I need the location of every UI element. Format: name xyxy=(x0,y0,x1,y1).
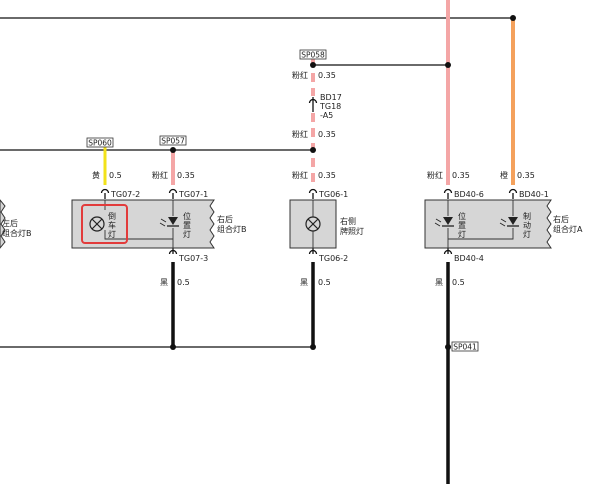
wire-color-label: 粉红 xyxy=(427,170,443,180)
inline-connector-icon xyxy=(308,97,318,112)
connector-label: TG06-2 xyxy=(318,254,348,263)
wire-gauge-label: 0.5 xyxy=(177,278,190,287)
junction-dot xyxy=(445,344,451,350)
component-name: 左后 xyxy=(2,218,18,228)
connector-label: BD40-4 xyxy=(454,254,484,263)
svg-text:SP057: SP057 xyxy=(161,137,185,146)
splice-tag-sp057: SP057 xyxy=(159,135,187,146)
component-right-rear-combo-b xyxy=(71,199,215,249)
connector-pin-icon xyxy=(443,188,453,199)
wire-gauge-label: 0.35 xyxy=(318,171,336,180)
splice-tag-sp060: SP060 xyxy=(86,137,114,148)
connector-label: BD40-1 xyxy=(519,190,549,199)
lamp-label: 动 xyxy=(523,220,531,230)
component-name: 组合灯B xyxy=(217,224,247,234)
led-icon xyxy=(159,217,179,227)
wire-gauge-label: 0.35 xyxy=(517,171,535,180)
connector-label: -A5 xyxy=(320,111,333,120)
junction-dot xyxy=(445,62,451,68)
junction-dot xyxy=(310,344,316,350)
connector-pin-icon xyxy=(308,248,318,255)
led-icon xyxy=(499,217,519,227)
connector-label: TG07-3 xyxy=(178,254,208,263)
bulb-icon xyxy=(305,216,321,232)
internal-wire xyxy=(448,228,514,240)
lamp-label: 置 xyxy=(183,221,191,230)
splice-tag-sp058: SP058 xyxy=(299,49,327,60)
junction-dot xyxy=(170,344,176,350)
wire-gauge-label: 0.5 xyxy=(109,171,122,180)
connector-pin-icon xyxy=(443,248,453,255)
wire-gauge-label: 0.5 xyxy=(452,278,465,287)
svg-text:SP041: SP041 xyxy=(453,343,477,352)
lamp-label: 置 xyxy=(458,221,466,230)
lamp-label: 车 xyxy=(108,220,116,230)
component-name: 组合灯B xyxy=(2,228,32,238)
lamp-label: 倒 xyxy=(108,211,116,221)
lamp-label: 位 xyxy=(183,211,191,221)
wire-color-label: 粉红 xyxy=(152,170,168,180)
connector-pin-icon xyxy=(168,248,178,255)
component-left-rear-combo-b xyxy=(0,199,6,249)
connector-label: TG07-2 xyxy=(110,190,140,199)
wire-color-label: 黑 xyxy=(300,278,308,287)
connector-label: TG07-1 xyxy=(178,190,208,199)
bulb-icon xyxy=(89,216,105,232)
connector-label: BD17 xyxy=(320,93,342,102)
connector-pin-icon xyxy=(100,188,110,199)
connector-label: BD40-6 xyxy=(454,190,484,199)
wire-color-label: 黄 xyxy=(92,170,100,180)
junction-dot xyxy=(310,62,316,68)
svg-text:SP060: SP060 xyxy=(88,139,112,148)
component-name: 右后 xyxy=(217,214,233,224)
wire-gauge-label: 0.35 xyxy=(177,171,195,180)
connector-label: TG06-1 xyxy=(318,190,348,199)
wire-gauge-label: 0.35 xyxy=(318,71,336,80)
wire-gauge-label: 0.5 xyxy=(318,278,331,287)
highlight-box xyxy=(81,204,128,244)
junction-dot xyxy=(310,147,316,153)
component-name: 组合灯A xyxy=(553,224,583,234)
internal-wire xyxy=(104,230,173,240)
wire-gauge-label: 0.35 xyxy=(318,130,336,139)
led-icon xyxy=(434,217,454,227)
lamp-label: 灯 xyxy=(183,229,191,239)
junction-dot xyxy=(510,15,516,21)
component-name: 右侧 xyxy=(340,216,356,226)
connector-pin-icon xyxy=(168,188,178,199)
wire-color-label: 粉红 xyxy=(292,170,308,180)
wire-color-label: 粉红 xyxy=(292,70,308,80)
component-right-rear-combo-a xyxy=(424,199,552,249)
connector-pin-icon xyxy=(508,188,518,199)
svg-text:SP058: SP058 xyxy=(301,51,325,60)
lamp-label: 位 xyxy=(458,211,466,221)
splice-tag-sp041: SP041 xyxy=(451,341,479,352)
component-name: 右后 xyxy=(553,214,569,224)
junction-dot xyxy=(170,147,176,153)
lamp-label: 制 xyxy=(523,211,531,221)
lamp-label: 灯 xyxy=(108,229,116,239)
wire-gauge-label: 0.35 xyxy=(452,171,470,180)
wire-color-label: 粉红 xyxy=(292,129,308,139)
lamp-label: 灯 xyxy=(523,229,531,239)
connector-label: TG18 xyxy=(319,102,341,111)
wire-color-label: 黑 xyxy=(435,278,443,287)
lamp-label: 灯 xyxy=(458,229,466,239)
connector-pin-icon xyxy=(308,188,318,199)
wire-color-label: 橙 xyxy=(500,170,508,180)
wire-color-label: 黑 xyxy=(160,278,168,287)
component-name: 牌照灯 xyxy=(340,226,364,236)
